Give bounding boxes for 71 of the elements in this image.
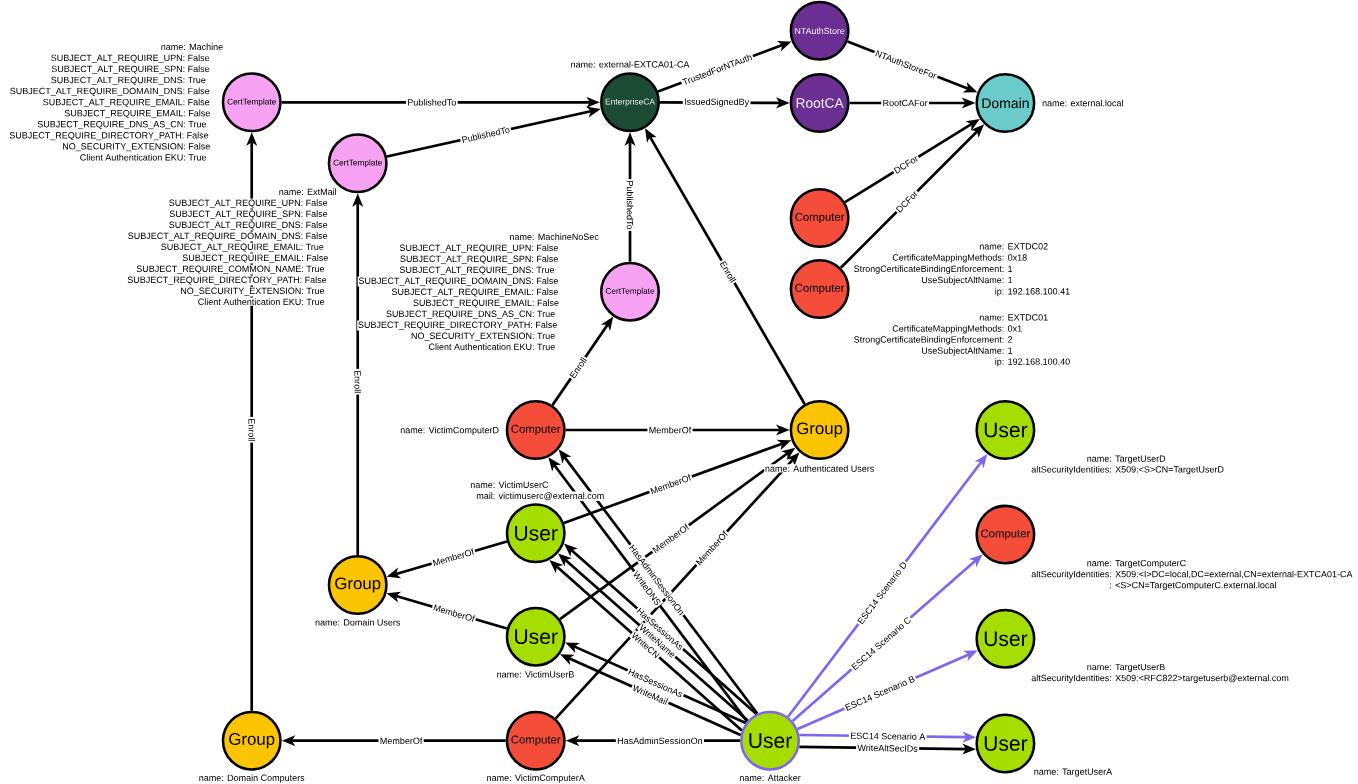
property-label: SUBJECT_REQUIRE_DNS_AS_CN: True <box>385 309 556 320</box>
edge-label: WriteAltSecIDs <box>856 743 920 754</box>
edge-label: HasAdminSessionOn <box>615 736 704 746</box>
edge-label: PublishedTo <box>405 97 458 107</box>
property-label: NO_SECURITY_EXTENSION: False <box>61 142 212 152</box>
property-label: SUBJECT_ALT_REQUIRE_SPN: False <box>50 64 211 75</box>
property-label: SUBJECT_REQUIRE_DNS_AS_CN: True <box>36 120 208 130</box>
property-label: SUBJECT_ALT_REQUIRE_DNS: True <box>50 76 207 86</box>
property-label: SUBJECT_REQUIRE_EMAIL: False <box>412 298 560 309</box>
property-label: altSecurityIdentities: X509:<RFC822>targetuserb@external.com <box>1030 673 1290 684</box>
property-label: SUBJECT_ALT_REQUIRE_UPN: False <box>50 53 211 64</box>
name-label: name: Authenticated Users <box>764 464 876 473</box>
property-label: name: TargetUserA <box>1033 767 1113 778</box>
property-label: StrongCertificateBindingEnforcement: 2 <box>852 335 1014 346</box>
property-label: SUBJECT_ALT_REQUIRE_SPN: False <box>399 254 560 265</box>
property-label: SUBJECT_REQUIRE_COMMON_NAME: True <box>135 264 326 275</box>
edge-label: PublishedTo <box>625 179 635 231</box>
property-label: CertificateMappingMethods: 0x18 <box>891 253 1028 264</box>
property-label: ip: 192.168.100.40 <box>994 357 1071 368</box>
property-label: CertificateMappingMethods: 0x1 <box>891 324 1023 335</box>
edge-label: MemberOf <box>378 736 424 746</box>
property-label: UseSubjectAltName: 1 <box>920 275 1014 286</box>
property-label: name: TargetUserB <box>1086 663 1166 673</box>
property-label: SUBJECT_ALT_REQUIRE_DNS: True <box>398 265 556 276</box>
property-label: SUBJECT_REQUIRE_DIRECTORY_PATH: False <box>8 131 210 141</box>
property-label: SUBJECT_REQUIRE_DIRECTORY_PATH: False <box>357 320 559 331</box>
property-label: SUBJECT_ALT_REQUIRE_SPN: False <box>168 209 329 220</box>
property-label: UseSubjectAltName: 1 <box>920 346 1014 357</box>
edge-label: ESC14 Scenario A <box>848 731 927 742</box>
name-label: name: external.local <box>1041 98 1125 108</box>
property-label: NO_SECURITY_EXTENSION: True <box>179 286 326 297</box>
property-label: SUBJECT_ALT_REQUIRE_UPN: False <box>168 198 329 209</box>
property-label: SUBJECT_ALT_REQUIRE_DOMAIN_DNS: False <box>357 276 560 287</box>
property-label: SUBJECT_ALT_REQUIRE_EMAIL: False <box>390 287 560 298</box>
property-label: altSecurityIdentities: X509:<S>CN=TargetUserD <box>1030 465 1225 476</box>
property-label: SUBJECT_ALT_REQUIRE_DNS: False <box>168 220 329 231</box>
property-label: : <S>CN=TargetComputerC.external.local <box>1108 580 1278 591</box>
property-label: Client Authentication EKU: True <box>427 342 556 351</box>
property-label: StrongCertificateBindingEnforcement: 1 <box>852 264 1014 275</box>
property-label: Client Authentication EKU: True <box>197 297 326 306</box>
property-label: SUBJECT_REQUIRE_EMAIL: False <box>181 253 330 264</box>
edge-label: Enroll <box>247 416 257 443</box>
property-label: SUBJECT_ALT_REQUIRE_EMAIL: False <box>42 97 211 108</box>
name-label: name: Domain Computers <box>197 773 306 784</box>
name-label: name: VictimComputerD <box>399 425 500 436</box>
name-label: name: Domain Users <box>314 618 402 627</box>
property-label: SUBJECT_ALT_REQUIRE_EMAIL: True <box>160 242 325 253</box>
property-label: SUBJECT_REQUIRE_EMAIL: False <box>63 108 212 119</box>
edge-label: MemberOf <box>647 425 693 435</box>
property-label: Client Authentication EKU: True <box>79 153 208 162</box>
property-label: NO_SECURITY_EXTENSION: True <box>410 331 556 342</box>
property-label: SUBJECT_REQUIRE_DIRECTORY_PATH: False <box>126 275 328 286</box>
property-label: name: EXTDC02 <box>978 242 1049 251</box>
property-label: name: MachineNoSec <box>508 232 600 241</box>
edge-label: IssuedSignedBy <box>682 96 751 109</box>
property-label: name: TargetUserD <box>1086 454 1167 465</box>
edge-label: RootCAFor <box>881 98 929 108</box>
name-label: name: Attacker <box>738 773 802 782</box>
edge-label: Enroll <box>353 368 363 395</box>
name-label: name: VictimUserB <box>495 670 576 679</box>
property-label: altSecurityIdentities: X509:<I>DC=local,DC=external,CN=external-EXTCA01-CA <box>1030 569 1354 580</box>
property-label: name: VictimUserC <box>469 480 550 489</box>
property-label: name: TargetComputerC <box>1086 559 1187 569</box>
property-label: name: Machine <box>160 42 224 51</box>
property-label: SUBJECT_ALT_REQUIRE_DOMAIN_DNS: False <box>127 231 329 242</box>
property-label: name: EXTDC01 <box>978 313 1049 322</box>
property-label: ip: 192.168.100.41 <box>994 287 1071 298</box>
property-label: SUBJECT_ALT_REQUIRE_UPN: False <box>398 243 560 254</box>
property-label: mail: victimuserc@external.com <box>475 491 606 501</box>
property-label: SUBJECT_ALT_REQUIRE_DOMAIN_DNS: False <box>9 86 211 97</box>
name-label: name: VictimComputerA <box>485 773 586 784</box>
